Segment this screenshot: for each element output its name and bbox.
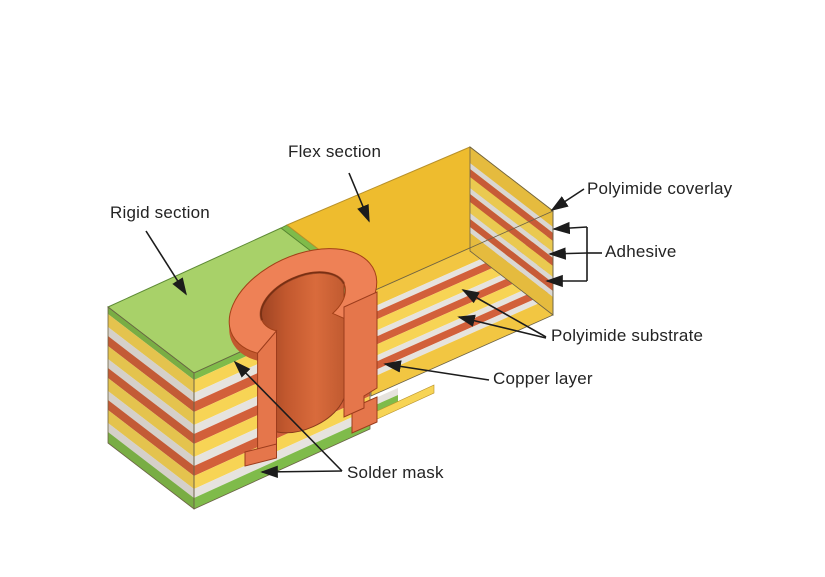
face-shading — [107, 146, 554, 510]
via-cutaway — [228, 248, 378, 467]
arrow-solder-mask-top — [233, 360, 343, 472]
rigid-left-face-shade — [108, 307, 194, 509]
arrow-rigid-section — [145, 230, 187, 296]
rigid-left-face-layer-adhesive — [108, 327, 194, 402]
flex-end-face-layer-adhesive — [470, 163, 553, 233]
flex-end-face-layer-polyimide-substrate — [470, 177, 553, 252]
flex-end-face-layer-copper — [470, 169, 553, 241]
rigid-left-face-layer-solder-mask — [108, 307, 194, 380]
flex-end-face-layer-copper — [470, 194, 553, 266]
via-inner-rim-shadow — [259, 271, 346, 321]
rigid-left-face-layer-substrate — [108, 410, 194, 489]
arrow-copper-layer — [383, 360, 490, 381]
label-flex-section: Flex section — [288, 142, 382, 161]
arrow-polyimide-substrate-1 — [461, 289, 547, 338]
rigid-left-face-layer-adhesive — [108, 391, 194, 466]
label-solder-mask: Solder mask — [347, 463, 444, 482]
flex-end-face-layer-copper — [470, 219, 553, 291]
flex-front-face-layer-copper — [371, 283, 553, 372]
rigid-left-face-layer-adhesive — [108, 359, 194, 434]
rigid-left-face-layer-copper — [108, 368, 194, 444]
via-right-cut-face — [343, 291, 378, 418]
label-polyimide-substrate: Polyimide substrate — [551, 326, 704, 345]
rigid-left-face-layer-copper — [108, 336, 194, 412]
via-left-cut-face — [257, 329, 277, 462]
label-polyimide-coverlay: Polyimide coverlay — [587, 179, 733, 198]
label-copper-layer: Copper layer — [493, 369, 593, 388]
arrow-solder-mask-bottom — [260, 465, 343, 478]
flex-end-face-layer-adhesive — [470, 188, 553, 258]
rigid-left-face-layer-substrate — [108, 346, 194, 425]
flex-end-face-layer-polyimide-coverlay — [470, 233, 553, 315]
flex-end-face-shade — [470, 147, 553, 315]
arrow-adhesive-middle — [548, 247, 588, 260]
arrow-flex-section — [348, 172, 370, 223]
flex-end-face-layer-polyimide-substrate — [470, 202, 553, 277]
rigid-left-face-layer-solder-mask — [108, 432, 194, 509]
label-rigid-section: Rigid section — [110, 203, 210, 222]
rigid-front-face-layer-solder-mask — [194, 418, 370, 509]
rigid-front-face-layer-adhesive — [194, 409, 370, 498]
flex-end-face-outline — [469, 146, 554, 316]
arrow-adhesive-top — [552, 221, 588, 235]
flex-front-face-layer-polyimide-coverlay — [371, 297, 553, 396]
label-adhesive: Adhesive — [605, 242, 677, 261]
leader-arrows — [145, 172, 602, 478]
rigid-left-face-layer-adhesive — [108, 423, 194, 498]
flex-front-face-layer-polyimide-substrate — [371, 266, 553, 358]
rigid-left-face-layer-copper — [108, 400, 194, 476]
arrow-polyimide-substrate-2 — [457, 314, 547, 339]
via-left-cut-foot — [244, 443, 277, 467]
rigid-left-face-layer-substrate — [108, 378, 194, 457]
flex-end-face-layer-polyimide-coverlay — [470, 147, 553, 227]
rigid-left-face-layer-substrate — [108, 314, 194, 393]
flex-end-face-layer-adhesive — [470, 213, 553, 283]
arrow-polyimide-coverlay — [550, 188, 585, 211]
flex-front-face-layer-adhesive — [371, 291, 553, 378]
flex-end-face-layer-adhesive — [470, 227, 553, 297]
